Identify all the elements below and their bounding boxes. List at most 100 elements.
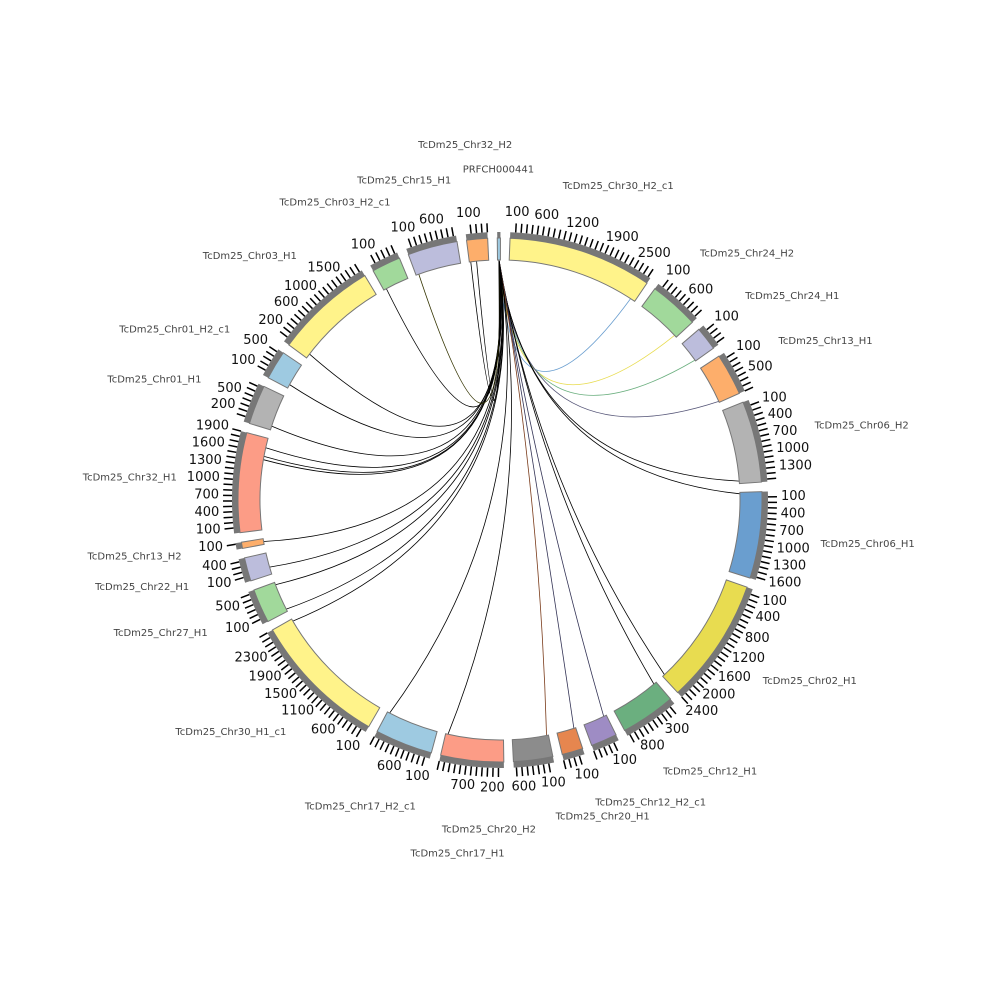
segment-block[interactable] [641,287,694,338]
segment-TcDm25_Chr03_H2_c1[interactable] [370,245,409,291]
segment-TcDm25_Chr13_H2[interactable] [226,538,265,550]
segment-axis-band [698,325,719,349]
segment-TcDm25_Chr20_H2[interactable] [511,734,555,777]
tick-label: 1900 [196,418,229,433]
tick-mark [323,706,331,715]
segment-TcDm25_Chr17_H2_c1[interactable] [369,711,438,766]
segment-block[interactable] [248,385,285,431]
tick-label: 100 [736,339,761,354]
tick-mark [268,346,278,353]
segment-TcDm25_Chr32_H2[interactable] [465,223,490,263]
tick-label: 1100 [281,704,314,719]
segment-block[interactable] [240,538,265,550]
segment-TcDm25_Chr17_H1[interactable] [436,733,505,777]
tick-mark [760,433,770,437]
segment-TcDm25_Chr13_H1[interactable] [699,351,754,403]
segment-TcDm25_Chr15_H1[interactable] [406,227,462,276]
segment-TcDm25_Chr30_H1_c1[interactable] [259,618,381,738]
tick-mark [349,266,356,276]
segment-block[interactable] [496,237,501,261]
tick-mark [761,555,771,559]
segment-block[interactable] [508,237,648,303]
segment-block[interactable] [407,240,462,276]
segment-block[interactable] [243,552,273,582]
link-TcDm25_Chr12_H1 [498,259,655,685]
tick-mark [244,391,254,397]
segment-TcDm25_Chr03_H1[interactable] [279,263,377,359]
tick-mark [319,703,327,712]
segment-TcDm25_Chr06_H1[interactable] [728,491,777,581]
tick-mark [578,235,584,245]
tick-mark [225,461,235,464]
segment-block[interactable] [721,401,762,485]
segment-block[interactable] [662,579,748,694]
segment-block[interactable] [613,681,672,732]
tick-label: 500 [748,359,773,374]
tick-mark [279,330,288,338]
tick-mark [665,709,673,718]
segment-TcDm25_Chr22_H1[interactable] [230,552,273,583]
tick-mark [521,767,524,777]
tick-mark [240,402,250,407]
tick-label: 600 [377,759,402,774]
tick-mark [226,543,236,547]
segment-name-label: TcDm25_Chr13_H1 [778,336,873,347]
segment-TcDm25_Chr27_H1[interactable] [240,581,289,625]
segment-block[interactable] [681,328,715,362]
segment-block[interactable] [583,714,617,747]
segment-TcDm25_Chr01_H1[interactable] [236,381,285,431]
segment-name-label: TcDm25_Chr22_H1 [94,582,189,593]
tick-mark [369,736,375,745]
tick-mark [716,336,725,344]
tick-mark [536,225,540,235]
segment-TcDm25_Chr12_H1[interactable] [613,681,677,743]
segment-block[interactable] [372,257,409,291]
tick-mark [661,713,668,722]
segment-TcDm25_Chr02_H1[interactable] [662,579,760,705]
segment-block[interactable] [511,734,554,763]
tick-label: 400 [194,505,219,520]
segment-block[interactable] [267,352,303,389]
tick-mark [480,223,483,233]
segment-TcDm25_Chr06_H2[interactable] [721,399,777,485]
segment-name-label: TcDm25_Chr30_H2_c1 [562,181,674,192]
tick-mark [737,371,747,377]
segment-TcDm25_Chr32_H1[interactable] [222,428,269,534]
segment-block[interactable] [271,618,381,728]
tick-label: 100 [225,621,250,636]
tick-label: 100 [612,753,637,768]
segment-block[interactable] [728,491,763,579]
segment-block[interactable] [465,237,490,263]
tick-label: 100 [574,768,599,783]
segment-TcDm25_Chr20_H1[interactable] [556,727,585,770]
tick-mark [624,254,630,264]
segment-TcDm25_Chr01_H2_c1[interactable] [257,346,303,389]
tick-mark [261,636,271,643]
segment-block[interactable] [288,274,377,359]
segment-TcDm25_Chr12_H2_c1[interactable] [583,714,619,760]
tick-mark [475,223,478,234]
segment-name-label: TcDm25_Chr20_H1 [555,812,650,823]
segment-PRFCH000441[interactable] [496,232,501,261]
segment-block[interactable] [253,581,289,623]
segment-TcDm25_Chr24_H2[interactable] [641,279,703,338]
segment-name-label: TcDm25_Chr20_H2 [441,824,536,835]
segment-TcDm25_Chr30_H2_c1[interactable] [508,223,654,303]
segment-block[interactable] [440,733,505,763]
segment-block[interactable] [237,432,269,534]
tick-mark [552,228,556,238]
tick-label: 200 [480,780,505,795]
tick-label: 1500 [307,260,340,275]
segment-block[interactable] [556,727,584,756]
segment-TcDm25_Chr24_H1[interactable] [681,323,725,362]
segment-block[interactable] [699,355,740,403]
segment-name-label: TcDm25_Chr12_H1 [662,766,757,777]
tick-label: 400 [768,407,793,422]
tick-mark [629,734,635,743]
link-TcDm25_Chr02_H1 [498,259,665,675]
tick-mark [589,238,594,248]
tick-mark [762,444,772,448]
tick-mark [652,719,659,728]
segment-block[interactable] [376,711,438,754]
tick-label: 100 [196,523,221,538]
